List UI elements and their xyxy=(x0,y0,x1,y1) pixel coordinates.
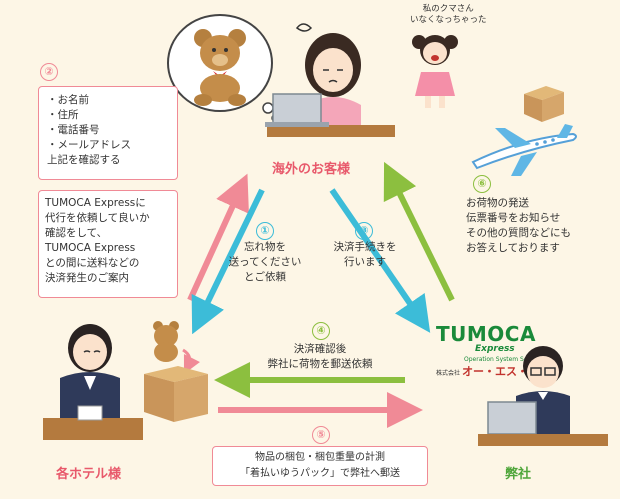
hotel-staff-illustration xyxy=(43,321,208,440)
step-3-number: ③ xyxy=(355,222,373,240)
step-2-guide-text: TUMOCA Expressに 代行を依頼して良いか 確認をして、 TUMOCA… xyxy=(45,197,150,284)
airplane-icon xyxy=(471,124,577,176)
tumoca-logo: TUMOCA xyxy=(436,322,536,346)
step-4-number: ④ xyxy=(312,322,330,340)
step-1-number: ① xyxy=(256,222,274,240)
express-text: Express xyxy=(475,344,515,354)
step-3-text: 決済手続きを 行います xyxy=(333,241,397,268)
step-5-number: ⑤ xyxy=(312,426,330,444)
step-6-text: お荷物の発送 伝票番号をお知らせ その他の質問などにも お答えしております xyxy=(466,197,571,254)
step-5-box: 物品の梱包・梱包重量の計測 「着払いゆうパック」で弊社へ郵送 xyxy=(212,446,428,486)
step-2-guide-box: TUMOCA Expressに 代行を依頼して良いか 確認をして、 TUMOCA… xyxy=(38,190,178,298)
crying-child-illustration xyxy=(412,35,458,108)
step-6-number: ⑥ xyxy=(473,175,491,193)
step-4-text: 決済確認後 弊社に荷物を郵送依頼 xyxy=(267,343,373,370)
child-speech-text: 私のクマさん いなくなっちゃった xyxy=(410,4,487,25)
thought-bubble-teddy-bear xyxy=(167,14,279,122)
customer-illustration xyxy=(265,23,395,137)
hotel-label: 各ホテル様 xyxy=(56,467,122,482)
customer-label: 海外のお客様 xyxy=(272,162,351,177)
step-2-checklist-box: ・お名前 ・住所 ・電話番号 ・メールアドレス 上記を確認する xyxy=(38,86,178,180)
step-5-text: 物品の梱包・梱包重量の計測 「着払いゆうパック」で弊社へ郵送 xyxy=(240,452,400,479)
arrow-3-customer-to-company xyxy=(329,188,431,333)
step-2-number: ② xyxy=(40,63,58,81)
arrow-6-company-to-customer xyxy=(383,161,455,302)
arrow-2-hotel-to-customer xyxy=(187,173,249,302)
step-1-text: 忘れ物を 送ってください とご依頼 xyxy=(228,241,302,283)
oss-small-text: Operation System Service xyxy=(464,356,543,363)
cardboard-box-icon xyxy=(524,86,564,122)
company-staff-illustration xyxy=(478,346,608,446)
arrow-1-customer-to-hotel xyxy=(191,188,265,335)
kabu-text: 株式会社 xyxy=(436,370,461,377)
tumoca-logo-text: TUMOCA xyxy=(436,322,536,346)
step-2-checklist: ・お名前 ・住所 ・電話番号 ・メールアドレス 上記を確認する xyxy=(47,94,131,166)
company-label: 弊社 xyxy=(505,467,532,482)
